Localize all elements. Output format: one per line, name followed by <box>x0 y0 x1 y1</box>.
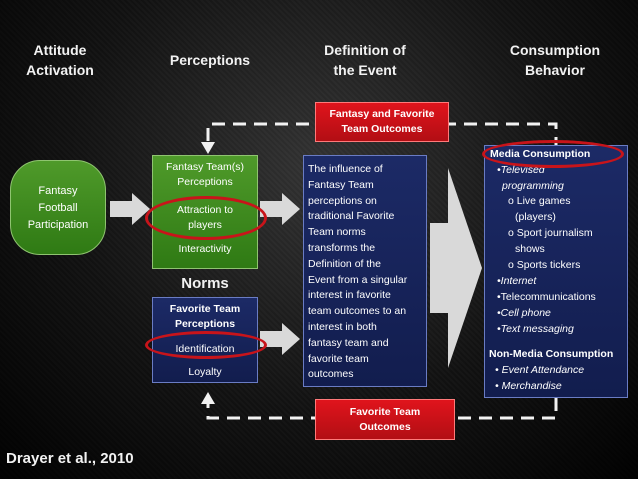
definition-of-event-box: The influence of Fantasy Team perception… <box>303 155 427 387</box>
citation: Drayer et al., 2010 <box>6 450 134 467</box>
interactivity-label: Interactivity <box>178 243 232 255</box>
arrow-fantasy-perceptions-to-definition <box>260 193 300 225</box>
definition-line: interest in both <box>308 320 377 333</box>
media-item: o Sports tickers <box>508 259 581 271</box>
definition-line: Team norms <box>308 226 366 239</box>
fantasy-perceptions-title-line: Perceptions <box>177 176 233 188</box>
outcomes-bottom-line: Outcomes <box>359 421 411 433</box>
arrow-favorite-perceptions-to-definition <box>260 323 300 355</box>
header-line: Consumption <box>509 42 601 58</box>
definition-line: Definition of the <box>308 257 381 270</box>
header-attitude-activation: Attitude Activation <box>10 40 110 80</box>
non-media-item: • Merchandise <box>495 380 562 392</box>
outcomes-top-line: Fantasy and Favorite <box>329 108 435 120</box>
definition-line: The influence of <box>308 163 383 175</box>
definition-line: Event from a singular <box>308 273 408 286</box>
fantasy-perceptions-title-line: Fantasy Team(s) <box>166 161 244 173</box>
media-item: •Text messaging <box>497 323 574 335</box>
media-item: •Cell phone <box>497 307 551 319</box>
outcomes-top-line: Team Outcomes <box>341 123 423 135</box>
arrow-definition-to-consumption <box>430 168 482 368</box>
non-media-consumption-title: Non-Media Consumption <box>489 348 614 360</box>
media-item: shows <box>515 243 545 255</box>
media-item: •Telecommunications <box>497 291 596 303</box>
definition-line: perceptions on <box>308 194 377 207</box>
outcomes-bottom-line: Favorite Team <box>349 406 421 418</box>
media-item: programming <box>502 180 564 192</box>
header-perceptions: Perceptions <box>169 52 251 68</box>
header-line: the Event <box>333 62 397 78</box>
header-line: Activation <box>26 62 94 78</box>
consumption-box: Media Consumption •Televised programming… <box>484 145 628 398</box>
top-loop-arrowhead <box>201 142 215 154</box>
attraction-highlight-oval <box>145 196 267 240</box>
non-media-item: • Event Attendance <box>495 364 585 376</box>
favorite-perceptions-title-line: Favorite Team <box>169 303 241 315</box>
fantasy-football-participation-box: Fantasy Football Participation <box>10 160 106 255</box>
norms-label: Norms <box>181 275 229 292</box>
media-consumption-highlight-oval <box>482 140 624 168</box>
outcomes-bottom-box: Favorite Team Outcomes <box>315 399 455 440</box>
media-item: •Internet <box>497 275 537 287</box>
bottom-loop-arrowhead <box>201 392 215 404</box>
loyalty-label: Loyalty <box>188 366 222 378</box>
media-item: (players) <box>515 211 556 223</box>
participation-line: Fantasy <box>38 185 78 197</box>
outcomes-top-box: Fantasy and Favorite Team Outcomes <box>315 102 449 142</box>
media-item: o Live games <box>508 195 571 207</box>
favorite-perceptions-title-line: Perceptions <box>174 318 236 330</box>
definition-line: outcomes <box>308 368 354 381</box>
header-line: Attitude <box>33 42 87 58</box>
arrow-participation-to-perceptions <box>110 193 150 225</box>
header-definition-of-event: Definition of the Event <box>300 40 430 80</box>
participation-line: Football <box>38 202 78 214</box>
definition-line: Fantasy Team <box>308 178 374 191</box>
header-consumption-behavior: Consumption Behavior <box>490 40 620 80</box>
identification-highlight-oval <box>145 331 267 359</box>
definition-line: fantasy team and <box>308 336 389 349</box>
header-line: Definition of <box>324 42 406 58</box>
media-item: o Sport journalism <box>508 227 593 239</box>
header-line: Behavior <box>525 62 585 78</box>
definition-line: favorite team <box>308 352 369 365</box>
participation-line: Participation <box>27 219 89 231</box>
definition-line: transforms the <box>308 241 376 254</box>
definition-line: team outcomes to an <box>308 305 407 318</box>
definition-line: traditional Favorite <box>308 210 395 223</box>
definition-line: interest in favorite <box>308 289 391 302</box>
